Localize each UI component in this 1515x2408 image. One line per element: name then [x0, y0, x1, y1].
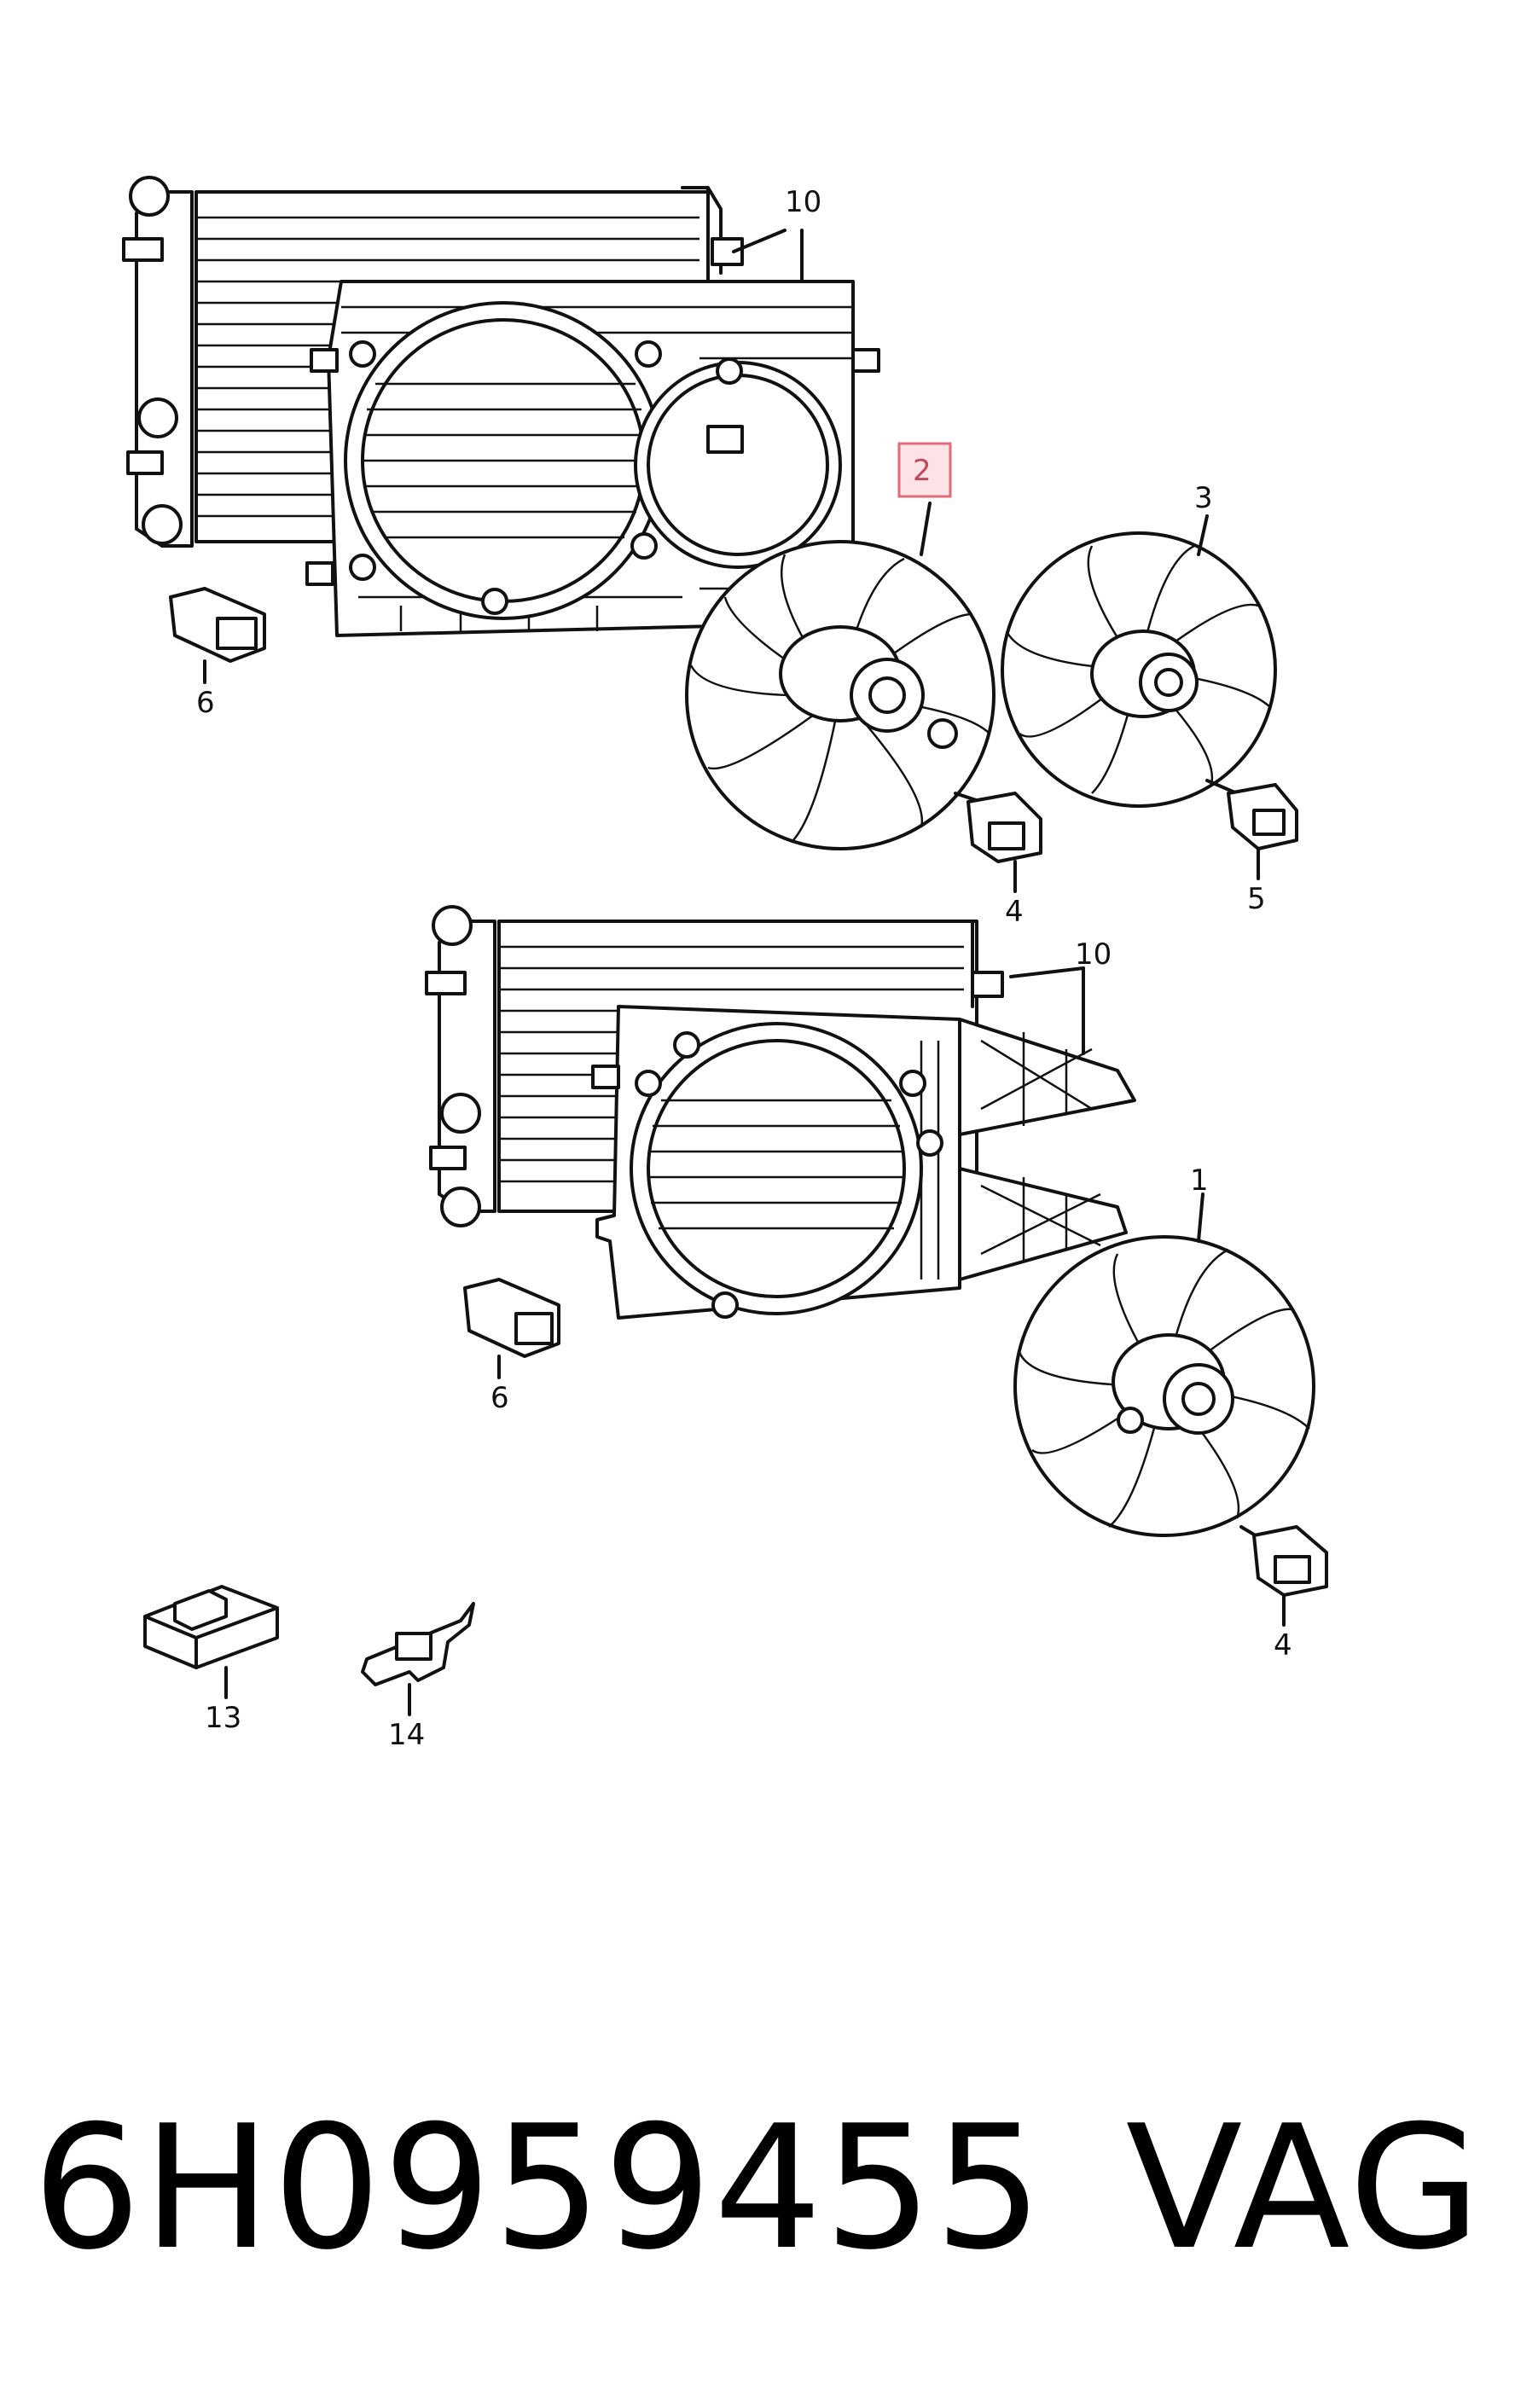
callout-4-upper: 4 [1005, 895, 1024, 929]
callout-1: 1 [1190, 1163, 1209, 1198]
part-number: 6H0959455 [32, 2088, 1045, 2288]
sensor-6-lower [463, 1278, 560, 1379]
leader-lines [732, 229, 1209, 1243]
connector-4-lower [1239, 1525, 1328, 1627]
connector-4-upper [954, 792, 1042, 893]
relay-13 [143, 1585, 279, 1699]
brand-name: VAG [1125, 2088, 1483, 2288]
callout-14: 14 [388, 1718, 425, 1752]
fan-2 [685, 540, 995, 850]
callout-4-lower: 4 [1274, 1628, 1292, 1662]
lower-radiator [425, 905, 1004, 1227]
callout-6-lower: 6 [490, 1381, 509, 1415]
part-caption: 6H0959455 VAG [32, 2081, 1483, 2295]
bracket-14 [361, 1602, 475, 1716]
callout-5: 5 [1247, 882, 1266, 916]
fan-1 [1013, 1235, 1315, 1537]
upper-fan-shroud [305, 280, 880, 637]
callout-13: 13 [205, 1701, 241, 1735]
lower-fan-shroud [591, 1005, 1136, 1320]
callout-10-lower: 10 [1075, 937, 1112, 972]
callout-10-upper: 10 [785, 185, 821, 219]
callout-2: 2 [913, 454, 932, 488]
callout-2-highlight: 2 [897, 442, 952, 498]
callout-3: 3 [1194, 481, 1213, 515]
callout-6-upper: 6 [196, 686, 215, 720]
connector-5 [1205, 779, 1298, 880]
fan-3 [1001, 531, 1277, 808]
sensor-6-upper [169, 587, 266, 684]
